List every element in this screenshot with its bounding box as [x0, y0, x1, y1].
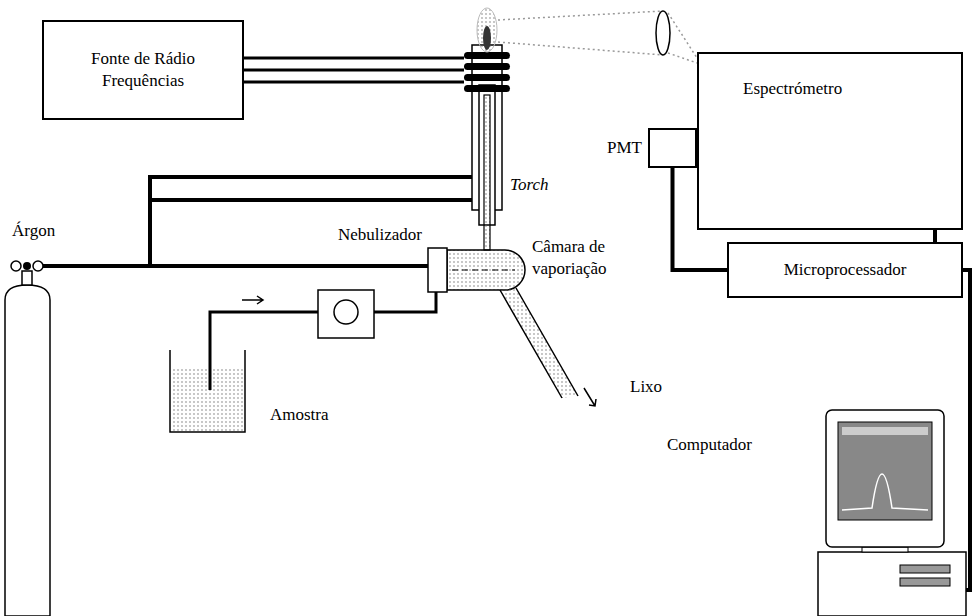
torch-label: Torch [510, 174, 548, 196]
node-text: PMT [607, 137, 642, 159]
plasma [477, 8, 497, 52]
cylinder-neck [22, 271, 32, 285]
screen-header [842, 427, 928, 435]
monitor [826, 410, 944, 547]
plasma-core [483, 26, 491, 50]
monitor-screen [838, 422, 932, 520]
signal-cable [963, 270, 970, 590]
flow-arrow [242, 296, 263, 304]
chamber-label: Câmara de vaporiação [532, 236, 642, 280]
sample-tube [210, 312, 318, 390]
computer-node: Computador [818, 408, 966, 616]
pmt-box: PMT [648, 128, 697, 168]
node-text: Fonte de Rádio Frequências [78, 48, 208, 92]
torch-injector [484, 95, 490, 250]
valve-body [23, 262, 31, 270]
sample-label: Amostra [270, 404, 329, 426]
spray-chamber-tube [452, 269, 515, 270]
disk-drive [900, 565, 950, 573]
drain-tube [500, 288, 578, 398]
computer-base [818, 552, 966, 616]
gas-label: Árgon [12, 220, 55, 242]
lens [656, 11, 670, 55]
node-text: Microprocessador [784, 259, 907, 281]
rf-coil [464, 63, 510, 70]
node-text: Espectrómetro [743, 78, 949, 100]
sample-tube [374, 292, 436, 312]
rf-coil [464, 74, 510, 81]
flow-arrow [584, 388, 596, 406]
signal-cable [933, 230, 937, 242]
beaker [170, 350, 245, 432]
valve-knob [11, 261, 21, 271]
argon-cylinder [5, 285, 50, 616]
node-text: Computador [667, 434, 752, 456]
spectrometer-box: Espectrómetro [697, 52, 963, 230]
nebulizer-label: Nebulizador [338, 224, 422, 246]
nebulizer [428, 248, 447, 292]
valve-knob [33, 261, 43, 271]
pump-rotor [334, 300, 358, 324]
spray-chamber [447, 250, 525, 290]
rf-coil [464, 85, 510, 92]
peristaltic-pump [318, 290, 374, 338]
argon-line [150, 177, 472, 266]
waste-label: Lixo [630, 376, 662, 398]
rf-coil [464, 52, 510, 59]
microprocessor-box: Microprocessador [727, 242, 963, 298]
rf-lead [244, 58, 464, 82]
spectrum-peak [842, 474, 928, 510]
light-path [498, 11, 697, 63]
sample-liquid [171, 368, 244, 431]
argon-line [150, 198, 479, 202]
argon-line [43, 264, 428, 268]
drain-fill [500, 288, 578, 398]
disk-drive [900, 578, 950, 586]
rf-source-box: Fonte de Rádio Frequências [42, 20, 244, 120]
